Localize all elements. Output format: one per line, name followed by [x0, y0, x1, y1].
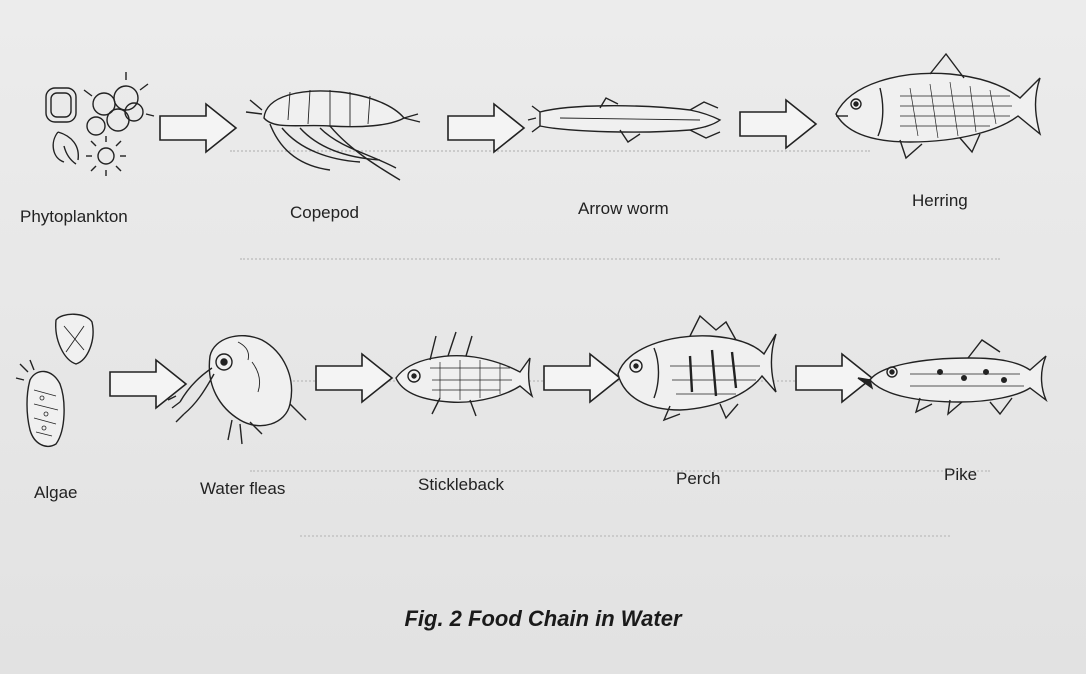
stickleback-icon: [396, 332, 532, 416]
perch-icon: [618, 316, 776, 420]
arrow-icon: [544, 354, 620, 402]
copepod-icon: [246, 90, 420, 180]
arrow-worm-icon: [528, 98, 720, 142]
phytoplankton-icon: [46, 72, 154, 176]
organism-label: Stickleback: [418, 475, 504, 494]
arrow-icon: [160, 104, 236, 152]
water-flea-icon: [168, 336, 306, 444]
arrow-icon: [110, 360, 186, 408]
organism-label: Arrow worm: [578, 199, 669, 218]
organism-label: Phytoplankton: [20, 207, 128, 226]
pike-icon: [858, 340, 1046, 414]
herring-icon: [836, 54, 1040, 158]
organism-label: Pike: [944, 465, 977, 484]
organism-label: Water fleas: [200, 479, 285, 498]
organism-label: Herring: [912, 191, 968, 210]
arrow-icon: [448, 104, 524, 152]
organism-label: Perch: [676, 469, 720, 488]
figure-caption: Fig. 2 Food Chain in Water: [0, 606, 1086, 632]
algae-icon: [16, 314, 93, 446]
organism-label: Algae: [34, 483, 77, 502]
arrow-icon: [740, 100, 816, 148]
arrow-icon: [316, 354, 392, 402]
organism-label: Copepod: [290, 203, 359, 222]
